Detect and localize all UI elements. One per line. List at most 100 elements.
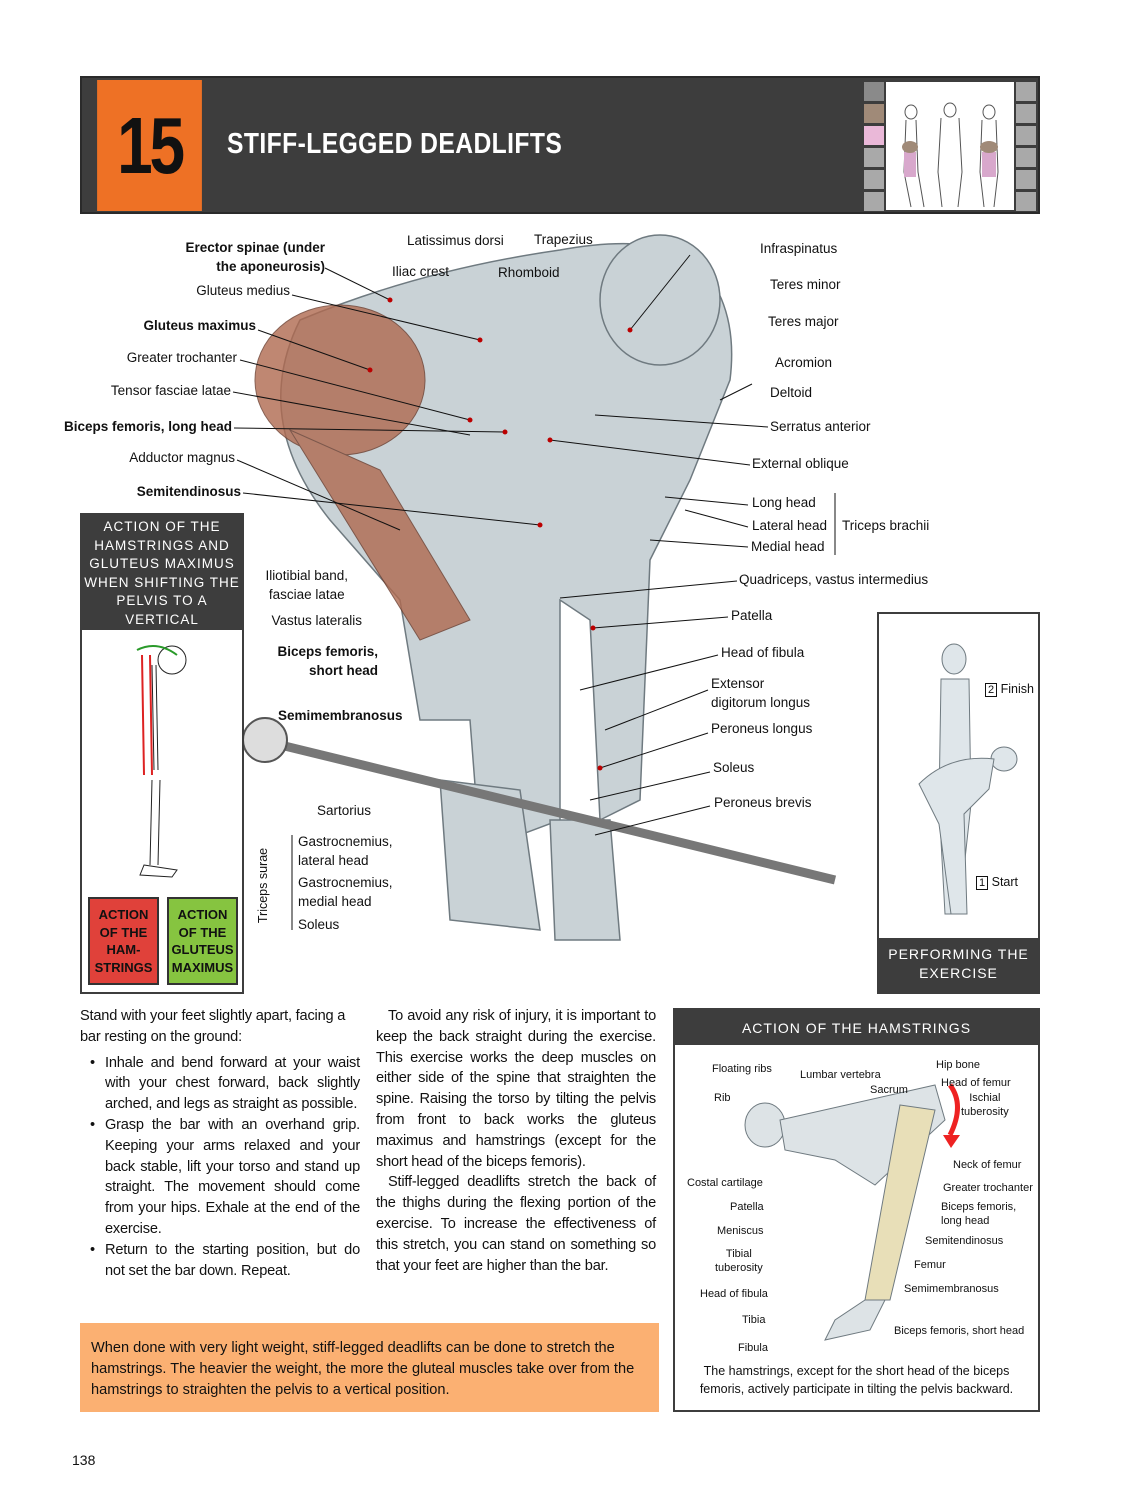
label-greater-trochanter: Greater trochanter <box>943 1182 1033 1194</box>
intro-text: Stand with your feet slightly apart, fac… <box>80 1008 346 1045</box>
finish-number: 2 <box>985 683 998 697</box>
label-greater-trochanter: Greater trochanter <box>126 350 237 365</box>
muscle-map-thumbnail <box>862 80 1038 212</box>
explanation-column: To avoid any risk of injury, it is impor… <box>376 1006 656 1276</box>
label-medial-head: Medial head <box>751 539 825 554</box>
label-gastrocnemius-lateral: Gastrocnemius, lateral head <box>298 832 393 870</box>
label-patella: Patella <box>730 1201 764 1213</box>
deadlift-illustration <box>232 234 837 941</box>
label-triceps-brachii: Triceps brachii <box>842 518 930 533</box>
swatch <box>1016 82 1036 101</box>
label-line: Erector spinae (under <box>185 240 325 255</box>
label-femur: Femur <box>914 1259 946 1271</box>
label-biceps-femoris-short: Biceps femoris, short head <box>894 1325 1025 1337</box>
title-line: PELVIS TO A VERTICAL <box>116 593 208 627</box>
legend-line: OF THE <box>99 924 148 940</box>
action-gluteus-legend: ACTION OF THE GLUTEUS MAXIMUS <box>167 897 238 985</box>
label-teres-minor: Teres minor <box>770 277 841 292</box>
swatch <box>1016 104 1036 123</box>
hamstrings-skeleton-image <box>744 1083 960 1341</box>
swatch <box>864 126 884 145</box>
swatch <box>864 82 884 101</box>
label-serratus-anterior: Serratus anterior <box>770 419 871 434</box>
label-line: lateral head <box>298 853 369 868</box>
caption-line: The hamstrings, except for the short hea… <box>703 1364 1010 1378</box>
page-title: STIFF-LEGGED DEADLIFTS <box>227 128 563 160</box>
exercise-positions-image <box>918 643 1018 915</box>
swatch <box>864 148 884 167</box>
label-latissimus-dorsi: Latissimus dorsi <box>407 233 504 248</box>
performing-exercise-box: 2 Finish 1 Start PERFORMING THE EXERCISE <box>877 612 1040 994</box>
action-of-hamstrings-box: ACTION OF THE HAMSTRINGS Floating ribs L… <box>673 1008 1040 1412</box>
label-iliac-crest: Iliac crest <box>392 264 450 279</box>
label-tibia: Tibia <box>742 1314 766 1326</box>
caption-line: EXERCISE <box>919 965 998 981</box>
label-line: the aponeurosis) <box>216 259 325 274</box>
swatch <box>1016 126 1036 145</box>
label-line: tuberosity <box>715 1262 763 1274</box>
legend-line: OF THE <box>178 924 227 940</box>
label-semimembranosus: Semimembranosus <box>278 708 403 723</box>
hamstrings-caption: The hamstrings, except for the short hea… <box>675 1362 1038 1398</box>
caption-line: PERFORMING THE <box>888 946 1029 962</box>
step-item: Return to the starting position, but do … <box>80 1240 360 1282</box>
label-biceps-femoris-long: Biceps femoris, long head <box>63 419 232 434</box>
barbell <box>258 735 837 885</box>
page-number: 138 <box>72 1452 96 1468</box>
label-iliotibial-band: Iliotibial band,fasciae latae <box>265 566 348 604</box>
label-head-of-femur: Head of femur <box>941 1077 1011 1089</box>
step-item: Inhale and bend forward at your waist wi… <box>80 1053 360 1115</box>
hamstrings-box-title: ACTION OF THE HAMSTRINGS <box>675 1010 1038 1045</box>
label-line: fasciae latae <box>268 587 345 602</box>
label-trapezius: Trapezius <box>534 232 593 247</box>
title-line: HAMSTRINGS AND <box>94 537 230 553</box>
label-line: Gastrocnemius, <box>298 875 393 890</box>
label-biceps-femoris-long: Biceps femoris,long head <box>941 1200 1016 1228</box>
swatch <box>864 192 884 211</box>
legend-line: ACTION <box>98 907 149 922</box>
legend-line: MAXIMUS <box>171 959 234 975</box>
body-figures-image <box>886 82 1014 210</box>
label-gluteus-medius: Gluteus medius <box>196 283 290 298</box>
label-line: Biceps femoris, <box>941 1201 1017 1213</box>
label-head-of-fibula: Head of fibula <box>700 1288 768 1300</box>
legend-line: ACTION <box>177 907 228 922</box>
swatch <box>1016 170 1036 189</box>
label-peroneus-longus: Peroneus longus <box>711 721 813 736</box>
label-soleus: Soleus <box>298 917 340 932</box>
label-gluteus-maximus: Gluteus maximus <box>143 318 256 333</box>
step-item: Grasp the bar with an overhand grip. Kee… <box>80 1115 360 1240</box>
label-deltoid: Deltoid <box>770 385 813 400</box>
left-box-title: ACTION OF THE HAMSTRINGS AND GLUTEUS MAX… <box>82 515 242 646</box>
title-line: WHEN SHIFTING THE <box>84 574 240 590</box>
label-infraspinatus: Infraspinatus <box>760 241 838 256</box>
label-teres-major: Teres major <box>768 314 839 329</box>
label-adductor-magnus: Adductor magnus <box>129 450 235 465</box>
label-sacrum: Sacrum <box>870 1084 908 1096</box>
label-hip-bone: Hip bone <box>936 1059 981 1071</box>
label-peroneus-brevis: Peroneus brevis <box>714 795 812 810</box>
label-line: Gastrocnemius, <box>298 834 393 849</box>
legend-line: STRINGS <box>94 959 153 975</box>
label-biceps-femoris-short: Biceps femoris,short head <box>277 642 378 680</box>
paragraph: Stiff-legged deadlifts stretch the back … <box>376 1174 656 1274</box>
label-floating-ribs: Floating ribs <box>712 1063 772 1075</box>
legend-line: GLUTEUS <box>171 942 234 957</box>
label-erector-spinae: Erector spinae (under the aponeurosis) <box>185 238 325 276</box>
tip-note: When done with very light weight, stiff-… <box>80 1323 659 1412</box>
label-vastus-lateralis: Vastus lateralis <box>271 613 362 628</box>
label-line: medial head <box>298 894 372 909</box>
caption-line: femoris, actively participate in tilting… <box>699 1382 1014 1396</box>
steps-list: Inhale and bend forward at your waist wi… <box>80 1053 360 1282</box>
label-sartorius: Sartorius <box>316 803 371 818</box>
title-line: POSITION <box>125 630 199 646</box>
label-semitendinosus: Semitendinosus <box>925 1235 1004 1247</box>
start-number: 1 <box>976 876 989 890</box>
label-line: short head <box>308 663 378 678</box>
label-quadriceps: Quadriceps, vastus intermedius <box>739 572 929 587</box>
label-triceps-surae: Triceps surae <box>256 847 271 924</box>
exercise-header: 15 STIFF-LEGGED DEADLIFTS <box>80 76 1040 214</box>
action-hamstrings-gluteus-box: ACTION OF THE HAMSTRINGS AND GLUTEUS MAX… <box>80 513 244 994</box>
